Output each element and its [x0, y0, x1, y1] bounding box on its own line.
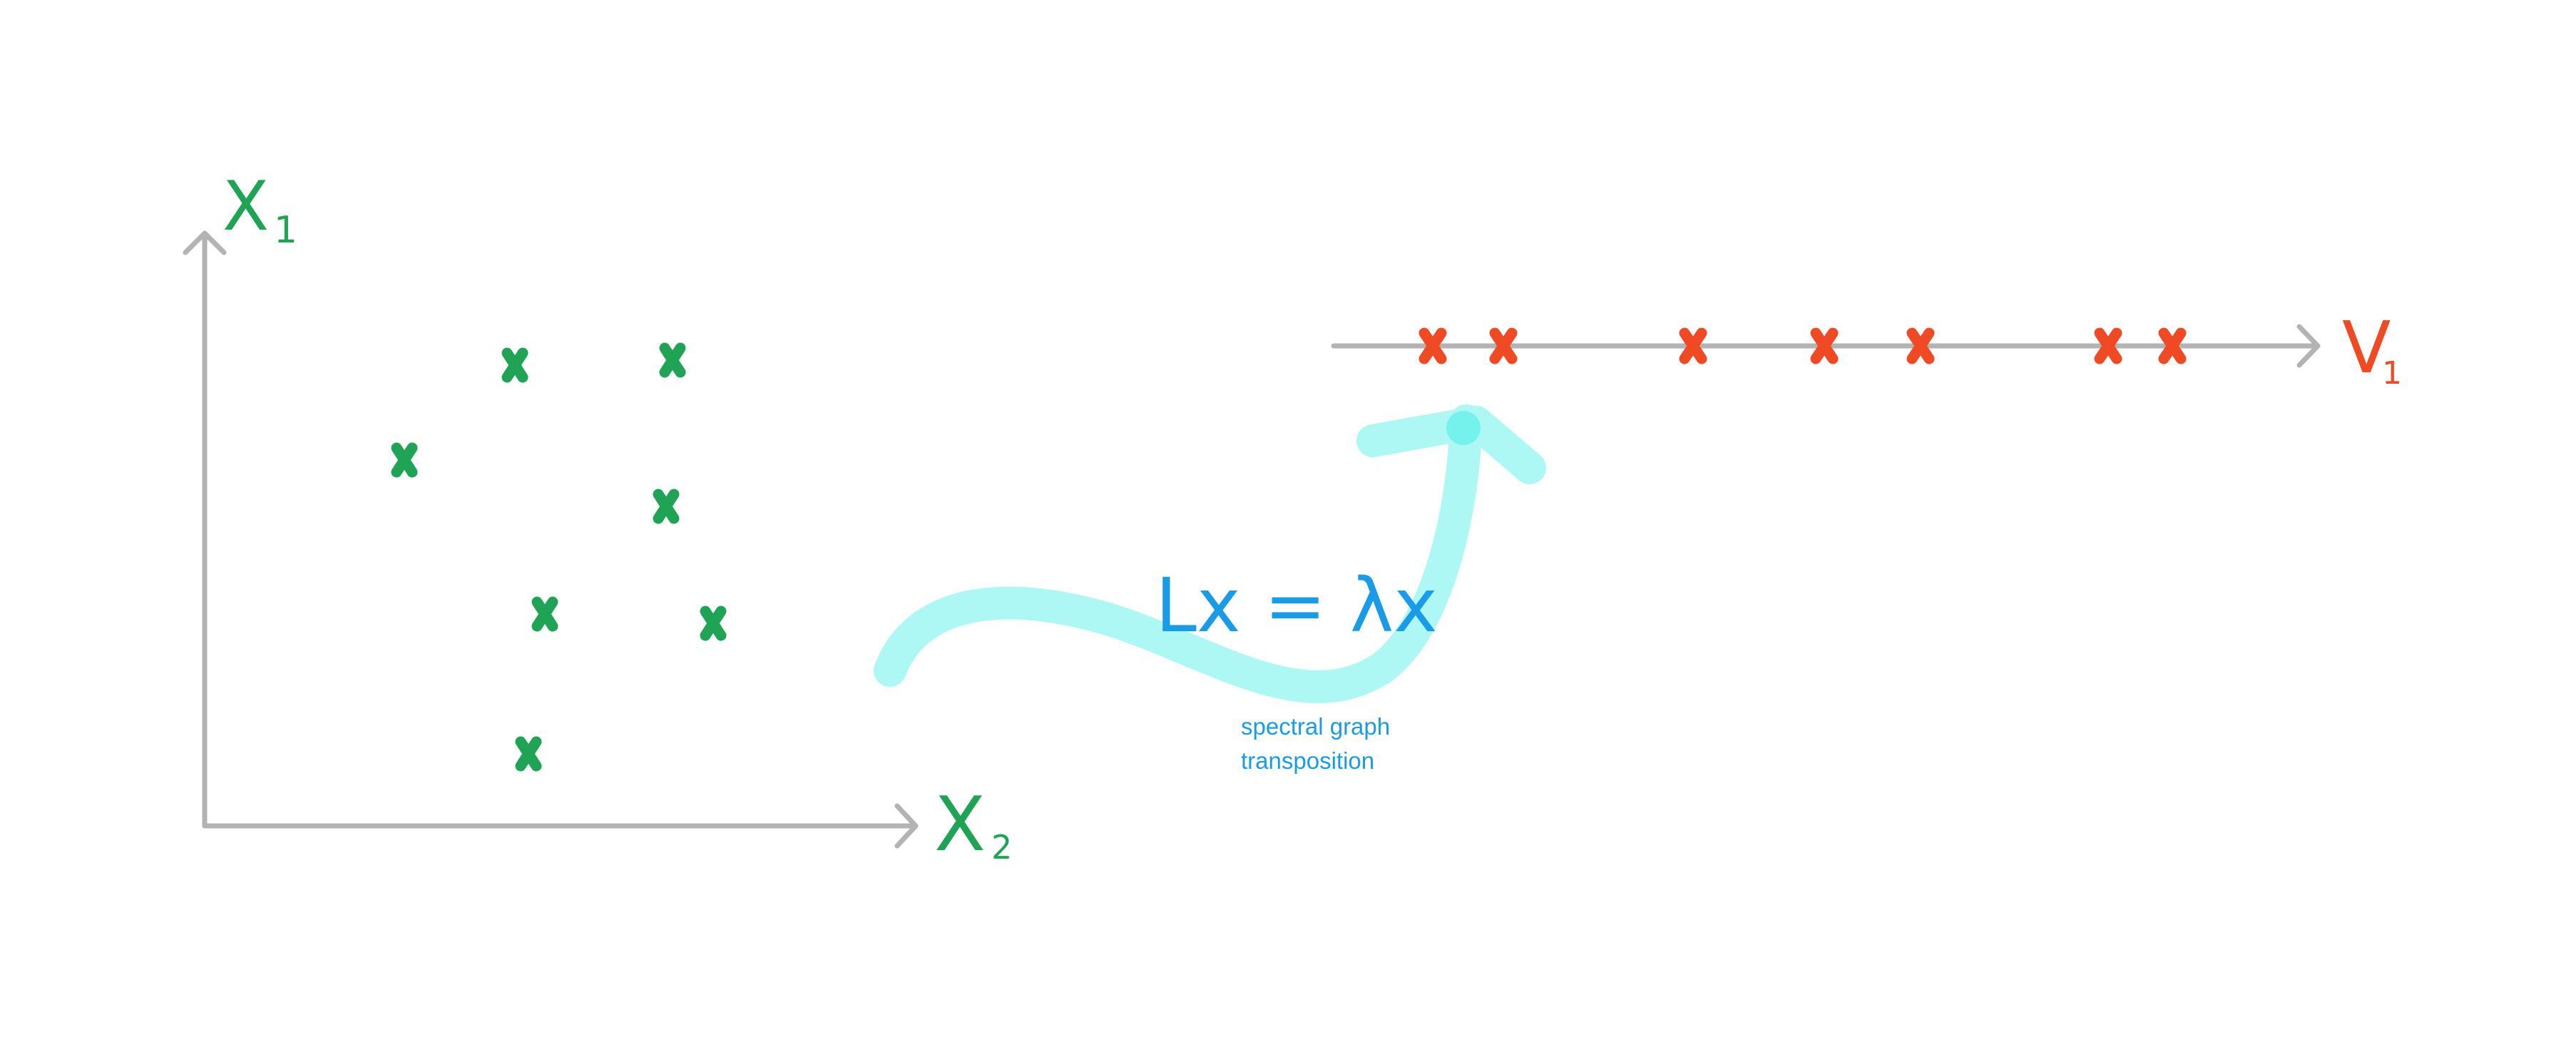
transform-arrow-body — [874, 404, 1483, 703]
y-axis-arrowhead — [183, 230, 227, 255]
eigen-equation: Lx = λx — [1155, 562, 1438, 649]
green-point — [700, 606, 727, 641]
caption-line-2: transposition — [1241, 747, 1374, 774]
red-point — [2094, 327, 2122, 364]
x-axis-arrowhead — [894, 803, 919, 849]
red-point — [1906, 327, 1935, 364]
y-axis-label-subscript: 1 — [274, 209, 297, 252]
red-point — [2158, 327, 2187, 364]
red-points — [1419, 327, 2187, 364]
green-points — [391, 342, 727, 772]
red-point — [1489, 327, 1518, 364]
v-axis-arrowhead — [2296, 324, 2321, 368]
green-point — [391, 442, 418, 478]
y-axis-label-main: X — [223, 168, 269, 246]
red-point — [1419, 327, 1447, 364]
green-point — [531, 596, 558, 632]
x-axis-label-main: X — [934, 781, 986, 868]
green-point — [659, 342, 686, 378]
x-axis-label-subscript: 2 — [991, 828, 1012, 867]
transform-arrow — [874, 404, 1546, 703]
green-point — [653, 489, 680, 524]
green-point — [515, 736, 542, 772]
red-point — [1810, 327, 1839, 364]
x-axis-label: X 2 — [934, 781, 1012, 868]
red-point — [1679, 327, 1707, 364]
caption-line-1: spectral graph — [1241, 713, 1390, 740]
y-axis-label: X 1 — [223, 168, 297, 252]
green-point — [501, 347, 528, 383]
v-axis-label-subscript: 1 — [2382, 355, 2402, 392]
v-axis-label: V 1 — [2342, 306, 2402, 392]
left-axes — [183, 230, 919, 849]
v-axis-label-main: V — [2342, 306, 2391, 389]
transform-arrow-tip — [1446, 411, 1481, 445]
